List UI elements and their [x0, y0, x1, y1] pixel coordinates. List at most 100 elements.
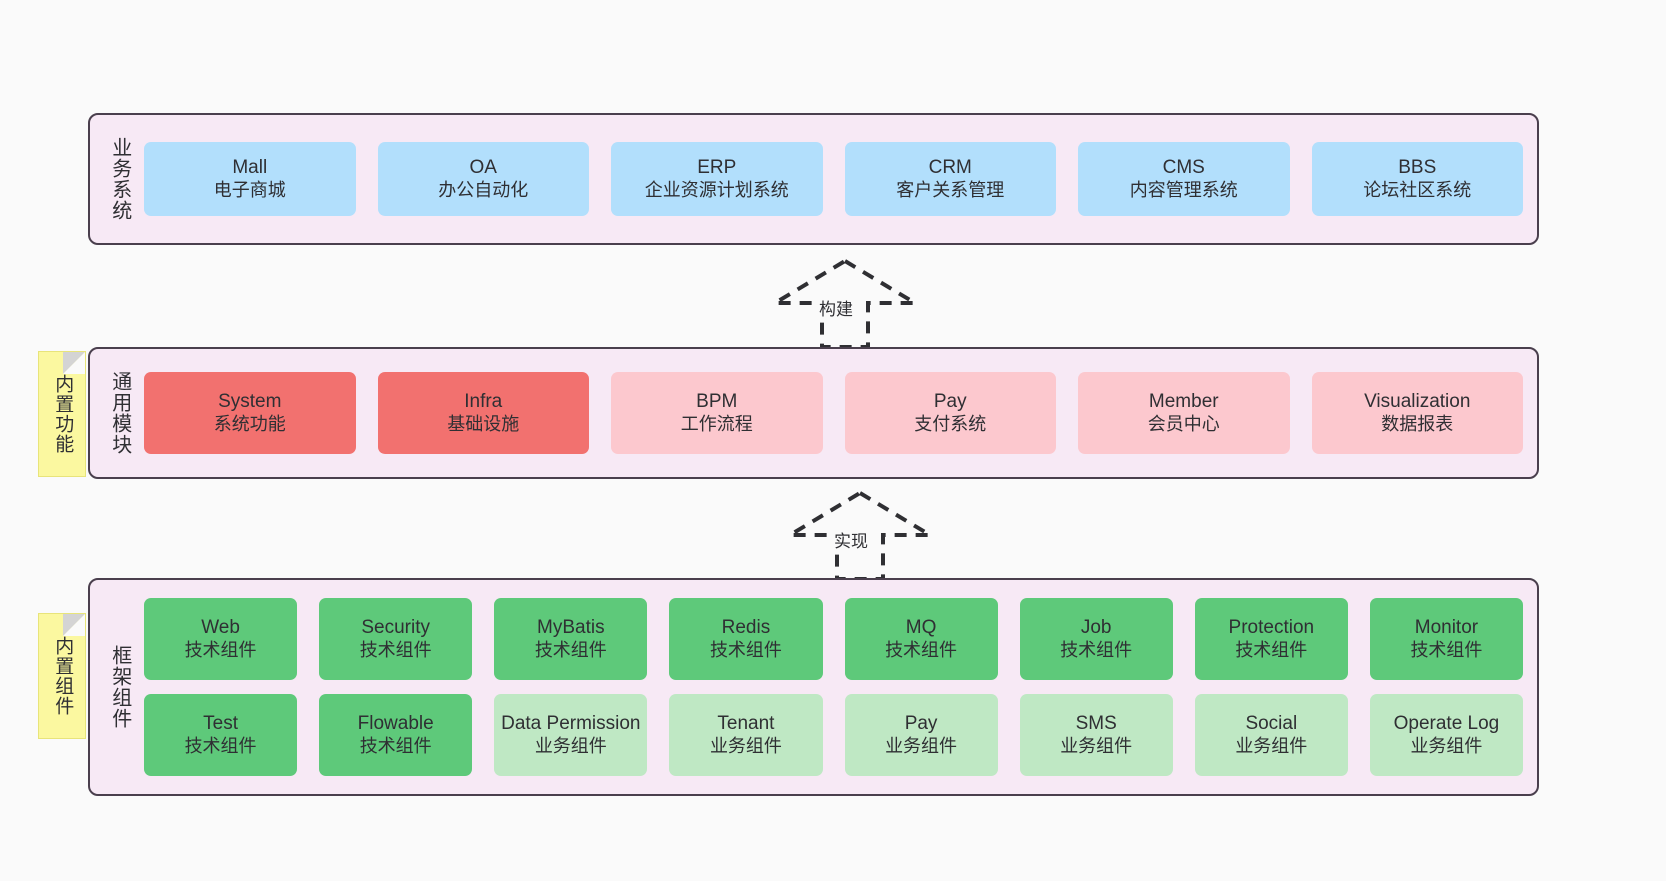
card-web[interactable]: Web 技术组件 — [144, 598, 298, 680]
card-subtitle: 工作流程 — [680, 413, 753, 434]
card-subtitle: 技术组件 — [534, 639, 607, 660]
card-infra[interactable]: Infra 基础设施 — [377, 372, 589, 454]
card-subtitle: 技术组件 — [359, 639, 432, 660]
card-subtitle: 技术组件 — [885, 639, 958, 660]
card-subtitle: 技术组件 — [359, 735, 432, 756]
card-title: Mall — [232, 157, 268, 179]
card-cms[interactable]: CMS 内容管理系统 — [1078, 142, 1290, 216]
card-bpm[interactable]: BPM 工作流程 — [611, 372, 823, 454]
card-oa[interactable]: OA 办公自动化 — [377, 142, 589, 216]
card-subtitle: 数据报表 — [1381, 413, 1454, 434]
card-subtitle: 业务组件 — [1410, 735, 1483, 756]
card-title: BBS — [1398, 157, 1437, 179]
card-sms[interactable]: SMS 业务组件 — [1019, 694, 1173, 776]
layer-title-framework-components: 框架组件 — [108, 645, 131, 729]
card-tenant[interactable]: Tenant 业务组件 — [669, 694, 823, 776]
card-title: Operate Log — [1393, 713, 1500, 735]
card-subtitle: 内容管理系统 — [1129, 179, 1238, 200]
card-monitor[interactable]: Monitor 技术组件 — [1369, 598, 1523, 680]
card-row: Test 技术组件 Flowable 技术组件 Data Permission … — [144, 694, 1523, 776]
card-title: Protection — [1228, 617, 1315, 639]
card-title: BPM — [696, 391, 738, 413]
card-title: Pay — [933, 391, 967, 413]
card-row: Mall 电子商城 OA 办公自动化 ERP 企业资源计划系统 CRM 客户关系… — [144, 142, 1523, 216]
card-subtitle: 业务组件 — [534, 735, 607, 756]
card-subtitle: 业务组件 — [1060, 735, 1133, 756]
card-subtitle: 论坛社区系统 — [1363, 179, 1472, 200]
card-mq[interactable]: MQ 技术组件 — [844, 598, 998, 680]
card-title: Security — [361, 617, 430, 639]
connector-realize-label: 实现 — [832, 527, 870, 552]
card-pay-component[interactable]: Pay 业务组件 — [844, 694, 998, 776]
card-subtitle: 会员中心 — [1147, 413, 1220, 434]
card-title: Visualization — [1364, 391, 1471, 413]
card-row: Web 技术组件 Security 技术组件 MyBatis 技术组件 Redi… — [144, 598, 1523, 680]
connector-build: 构建 — [755, 257, 935, 349]
card-member[interactable]: Member 会员中心 — [1078, 372, 1290, 454]
layer-common-modules[interactable]: 通用模块 System 系统功能 Infra 基础设施 BPM 工作流程 Pay… — [88, 347, 1539, 479]
layer-body-common-modules: System 系统功能 Infra 基础设施 BPM 工作流程 Pay 支付系统… — [138, 349, 1537, 477]
card-title: Flowable — [357, 713, 434, 735]
layer-body-business-system: Mall 电子商城 OA 办公自动化 ERP 企业资源计划系统 CRM 客户关系… — [138, 115, 1537, 243]
card-pay-module[interactable]: Pay 支付系统 — [844, 372, 1056, 454]
card-social[interactable]: Social 业务组件 — [1194, 694, 1348, 776]
layer-title-business-system: 业务系统 — [108, 137, 131, 221]
card-crm[interactable]: CRM 客户关系管理 — [844, 142, 1056, 216]
card-job[interactable]: Job 技术组件 — [1019, 598, 1173, 680]
card-title: Member — [1148, 391, 1219, 413]
layer-body-framework-components: Web 技术组件 Security 技术组件 MyBatis 技术组件 Redi… — [138, 580, 1537, 794]
card-title: Job — [1080, 617, 1112, 639]
card-protection[interactable]: Protection 技术组件 — [1194, 598, 1348, 680]
note-label: 内置功能 — [52, 374, 74, 454]
card-system[interactable]: System 系统功能 — [144, 372, 356, 454]
note-label: 内置组件 — [52, 636, 74, 716]
card-subtitle: 业务组件 — [885, 735, 958, 756]
card-security[interactable]: Security 技术组件 — [319, 598, 473, 680]
card-title: CRM — [928, 157, 972, 179]
note-builtin-component[interactable]: 内置组件 — [38, 613, 86, 739]
card-data-permission[interactable]: Data Permission 业务组件 — [494, 694, 648, 776]
card-title: Redis — [721, 617, 771, 639]
card-subtitle: 基础设施 — [447, 413, 520, 434]
card-subtitle: 技术组件 — [1410, 639, 1483, 660]
layer-title-common-modules: 通用模块 — [108, 371, 131, 455]
card-mall[interactable]: Mall 电子商城 — [144, 142, 356, 216]
card-title: Data Permission — [501, 713, 641, 735]
card-title: Web — [201, 617, 240, 639]
card-flowable[interactable]: Flowable 技术组件 — [319, 694, 473, 776]
note-builtin-feature[interactable]: 内置功能 — [38, 351, 86, 477]
card-subtitle: 支付系统 — [914, 413, 987, 434]
card-erp[interactable]: ERP 企业资源计划系统 — [611, 142, 823, 216]
card-title: Infra — [464, 391, 503, 413]
card-title: Monitor — [1414, 617, 1479, 639]
card-redis[interactable]: Redis 技术组件 — [669, 598, 823, 680]
card-title: MQ — [905, 617, 937, 639]
card-test[interactable]: Test 技术组件 — [144, 694, 298, 776]
card-subtitle: 办公自动化 — [438, 179, 529, 200]
card-subtitle: 技术组件 — [184, 735, 257, 756]
card-subtitle: 企业资源计划系统 — [644, 179, 789, 200]
card-subtitle: 技术组件 — [709, 639, 782, 660]
layer-framework-components[interactable]: 框架组件 Web 技术组件 Security 技术组件 MyBatis 技术组件… — [88, 578, 1539, 796]
card-title: OA — [469, 157, 497, 179]
card-bbs[interactable]: BBS 论坛社区系统 — [1311, 142, 1523, 216]
card-subtitle: 技术组件 — [1235, 639, 1308, 660]
card-title: CMS — [1162, 157, 1205, 179]
card-subtitle: 业务组件 — [709, 735, 782, 756]
card-subtitle: 技术组件 — [1060, 639, 1133, 660]
card-visualization[interactable]: Visualization 数据报表 — [1311, 372, 1523, 454]
card-subtitle: 系统功能 — [213, 413, 286, 434]
layer-business-system[interactable]: 业务系统 Mall 电子商城 OA 办公自动化 ERP 企业资源计划系统 CRM… — [88, 113, 1539, 245]
connector-realize: 实现 — [770, 489, 950, 581]
card-title: Test — [203, 713, 238, 735]
card-row: System 系统功能 Infra 基础设施 BPM 工作流程 Pay 支付系统… — [144, 372, 1523, 454]
card-operate-log[interactable]: Operate Log 业务组件 — [1369, 694, 1523, 776]
card-mybatis[interactable]: MyBatis 技术组件 — [494, 598, 648, 680]
card-title: MyBatis — [537, 617, 605, 639]
card-title: Pay — [904, 713, 938, 735]
card-subtitle: 技术组件 — [184, 639, 257, 660]
card-subtitle: 电子商城 — [213, 179, 286, 200]
card-title: Tenant — [717, 713, 775, 735]
card-title: SMS — [1075, 713, 1117, 735]
